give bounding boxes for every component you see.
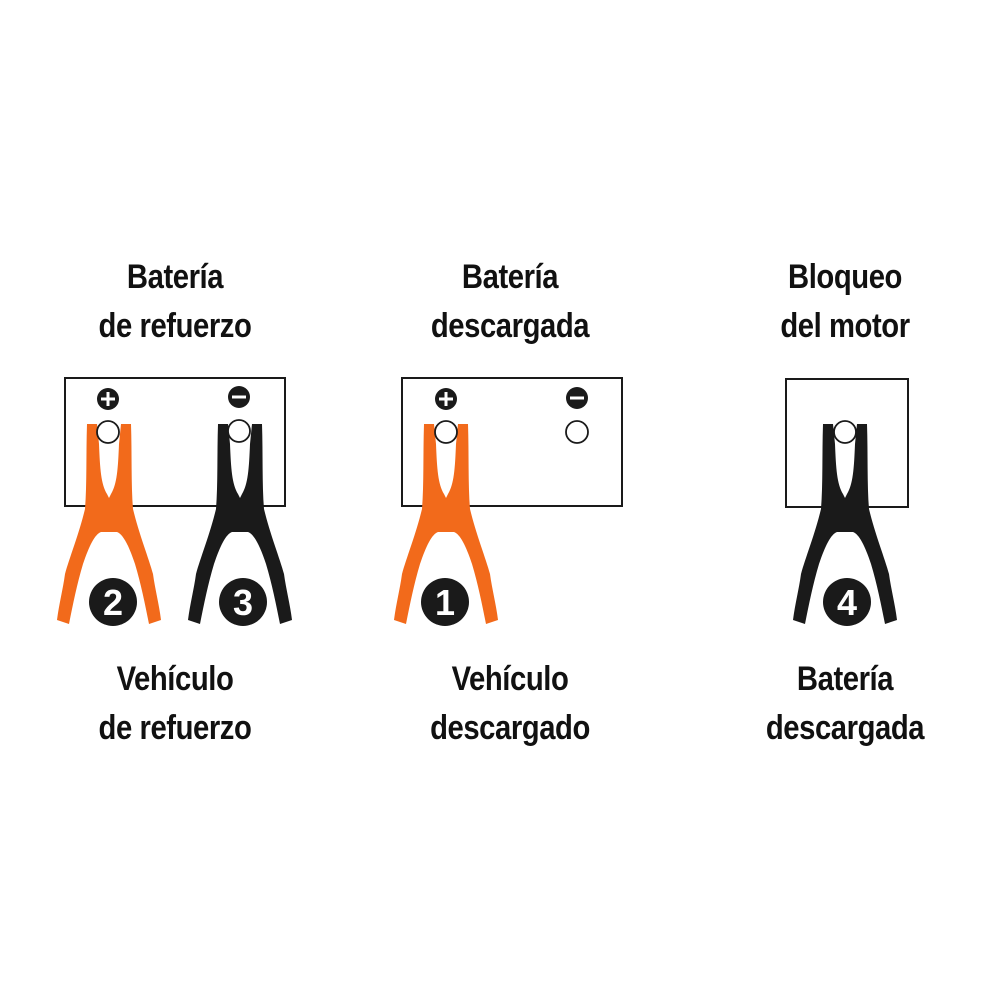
battery-discharged: 1 — [394, 377, 623, 626]
top-label-discharged-battery: Batería descargada — [411, 253, 609, 351]
svg-text:4: 4 — [837, 582, 857, 623]
label-line: Bloqueo — [788, 258, 902, 296]
battery-booster: 2 3 — [57, 377, 292, 626]
plus-icon — [435, 388, 457, 410]
step-badge-3: 3 — [219, 578, 267, 626]
step-badge-4: 4 — [823, 578, 871, 626]
battery-outline — [401, 377, 623, 507]
svg-text:2: 2 — [103, 582, 123, 623]
top-label-booster-battery: Batería de refuerzo — [76, 253, 274, 351]
terminal-negative — [565, 420, 589, 444]
terminal-positive — [434, 420, 458, 444]
bottom-label-discharged-battery: Batería descargada — [746, 655, 944, 753]
step-badge-1: 1 — [421, 578, 469, 626]
ground-point — [833, 420, 857, 444]
battery-outline — [64, 377, 286, 507]
label-line: Batería — [461, 258, 559, 296]
label-line: Batería — [796, 660, 894, 698]
label-line: de refuerzo — [98, 307, 252, 345]
label-line: Vehículo — [451, 660, 569, 698]
svg-text:1: 1 — [435, 582, 455, 623]
label-line: descargada — [430, 307, 590, 345]
minus-icon — [566, 387, 588, 409]
svg-text:3: 3 — [233, 582, 253, 623]
engine-block: 4 — [785, 378, 909, 626]
label-line: descargado — [430, 709, 590, 747]
step-badge-2: 2 — [89, 578, 137, 626]
label-line: Batería — [126, 258, 224, 296]
label-line: descargada — [765, 709, 925, 747]
label-line: de refuerzo — [98, 709, 252, 747]
top-label-engine-block: Bloqueo del motor — [746, 253, 944, 351]
bottom-label-booster-vehicle: Vehículo de refuerzo — [76, 655, 274, 753]
bottom-label-discharged-vehicle: Vehículo descargado — [411, 655, 609, 753]
label-line: Vehículo — [116, 660, 234, 698]
plus-icon — [97, 388, 119, 410]
terminal-positive — [96, 420, 120, 444]
minus-icon — [228, 386, 250, 408]
label-line: del motor — [780, 307, 910, 345]
terminal-negative — [227, 419, 251, 443]
